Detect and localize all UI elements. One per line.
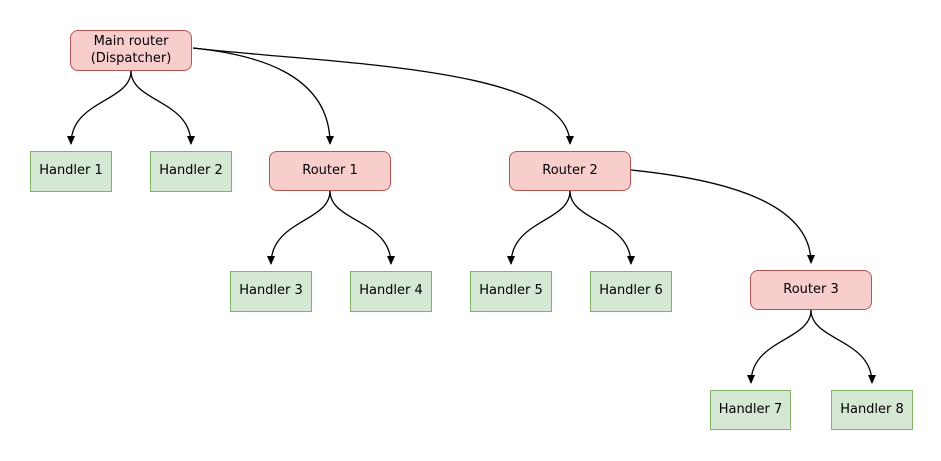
node-label: Handler 5 bbox=[479, 283, 543, 299]
node-label: Handler 2 bbox=[159, 163, 223, 179]
node-label: Router 1 bbox=[302, 162, 358, 178]
node-handler-8[interactable]: Handler 8 bbox=[831, 390, 913, 430]
node-label: Router 2 bbox=[542, 162, 598, 178]
edge-router-2-to-handler-6 bbox=[569, 190, 635, 265]
node-label: Handler 3 bbox=[239, 283, 303, 299]
node-label: Handler 8 bbox=[840, 401, 904, 417]
node-label: Router 3 bbox=[783, 281, 839, 297]
node-main-router-dispatcher[interactable]: Main router (Dispatcher) bbox=[70, 30, 192, 71]
node-label: Handler 1 bbox=[39, 163, 103, 179]
node-handler-6[interactable]: Handler 6 bbox=[590, 271, 672, 312]
node-handler-1[interactable]: Handler 1 bbox=[30, 151, 112, 192]
node-handler-5[interactable]: Handler 5 bbox=[470, 271, 552, 312]
edge-router-3-to-handler-7 bbox=[747, 309, 812, 384]
node-handler-7[interactable]: Handler 7 bbox=[710, 390, 791, 430]
edge-router-1-to-handler-3 bbox=[267, 190, 331, 265]
edge-main-to-handler-2 bbox=[130, 70, 195, 145]
node-router-2[interactable]: Router 2 bbox=[509, 151, 631, 191]
node-label: Handler 4 bbox=[359, 283, 423, 299]
node-label: Main router (Dispatcher) bbox=[90, 34, 172, 66]
node-handler-4[interactable]: Handler 4 bbox=[350, 271, 432, 312]
node-router-3[interactable]: Router 3 bbox=[750, 270, 872, 310]
edge-router-1-to-handler-4 bbox=[329, 190, 395, 265]
edge-router-3-to-handler-8 bbox=[810, 309, 876, 384]
edge-main-to-router-1 bbox=[192, 47, 334, 145]
node-label: Handler 7 bbox=[718, 401, 783, 417]
edge-router-2-to-handler-5 bbox=[507, 190, 571, 265]
node-label: Handler 6 bbox=[599, 283, 663, 299]
edge-router-2-to-router-3 bbox=[630, 169, 815, 264]
node-handler-3[interactable]: Handler 3 bbox=[230, 271, 312, 312]
edge-main-to-router-2 bbox=[192, 47, 574, 145]
node-router-1[interactable]: Router 1 bbox=[269, 151, 391, 191]
edge-main-to-handler-1 bbox=[67, 70, 132, 145]
node-handler-2[interactable]: Handler 2 bbox=[150, 151, 232, 192]
